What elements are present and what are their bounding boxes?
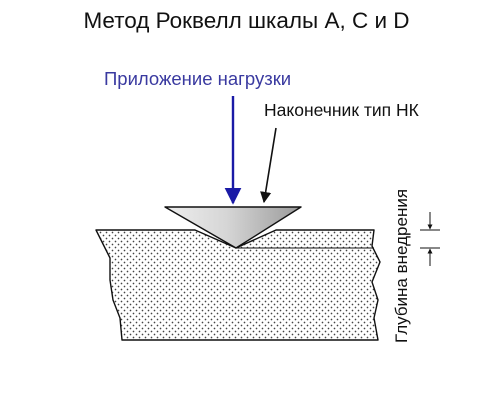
indenter-tip-label: Наконечник тип НК	[264, 100, 419, 120]
penetration-depth-dimension	[420, 212, 440, 266]
load-application-label: Приложение нагрузки	[104, 68, 292, 89]
tip-leader-arrow	[260, 127, 277, 204]
indenter-cone	[164, 206, 302, 249]
specimen-body	[95, 229, 381, 341]
diagram-title: Метод Роквелл шкалы A, C и D	[83, 8, 410, 33]
